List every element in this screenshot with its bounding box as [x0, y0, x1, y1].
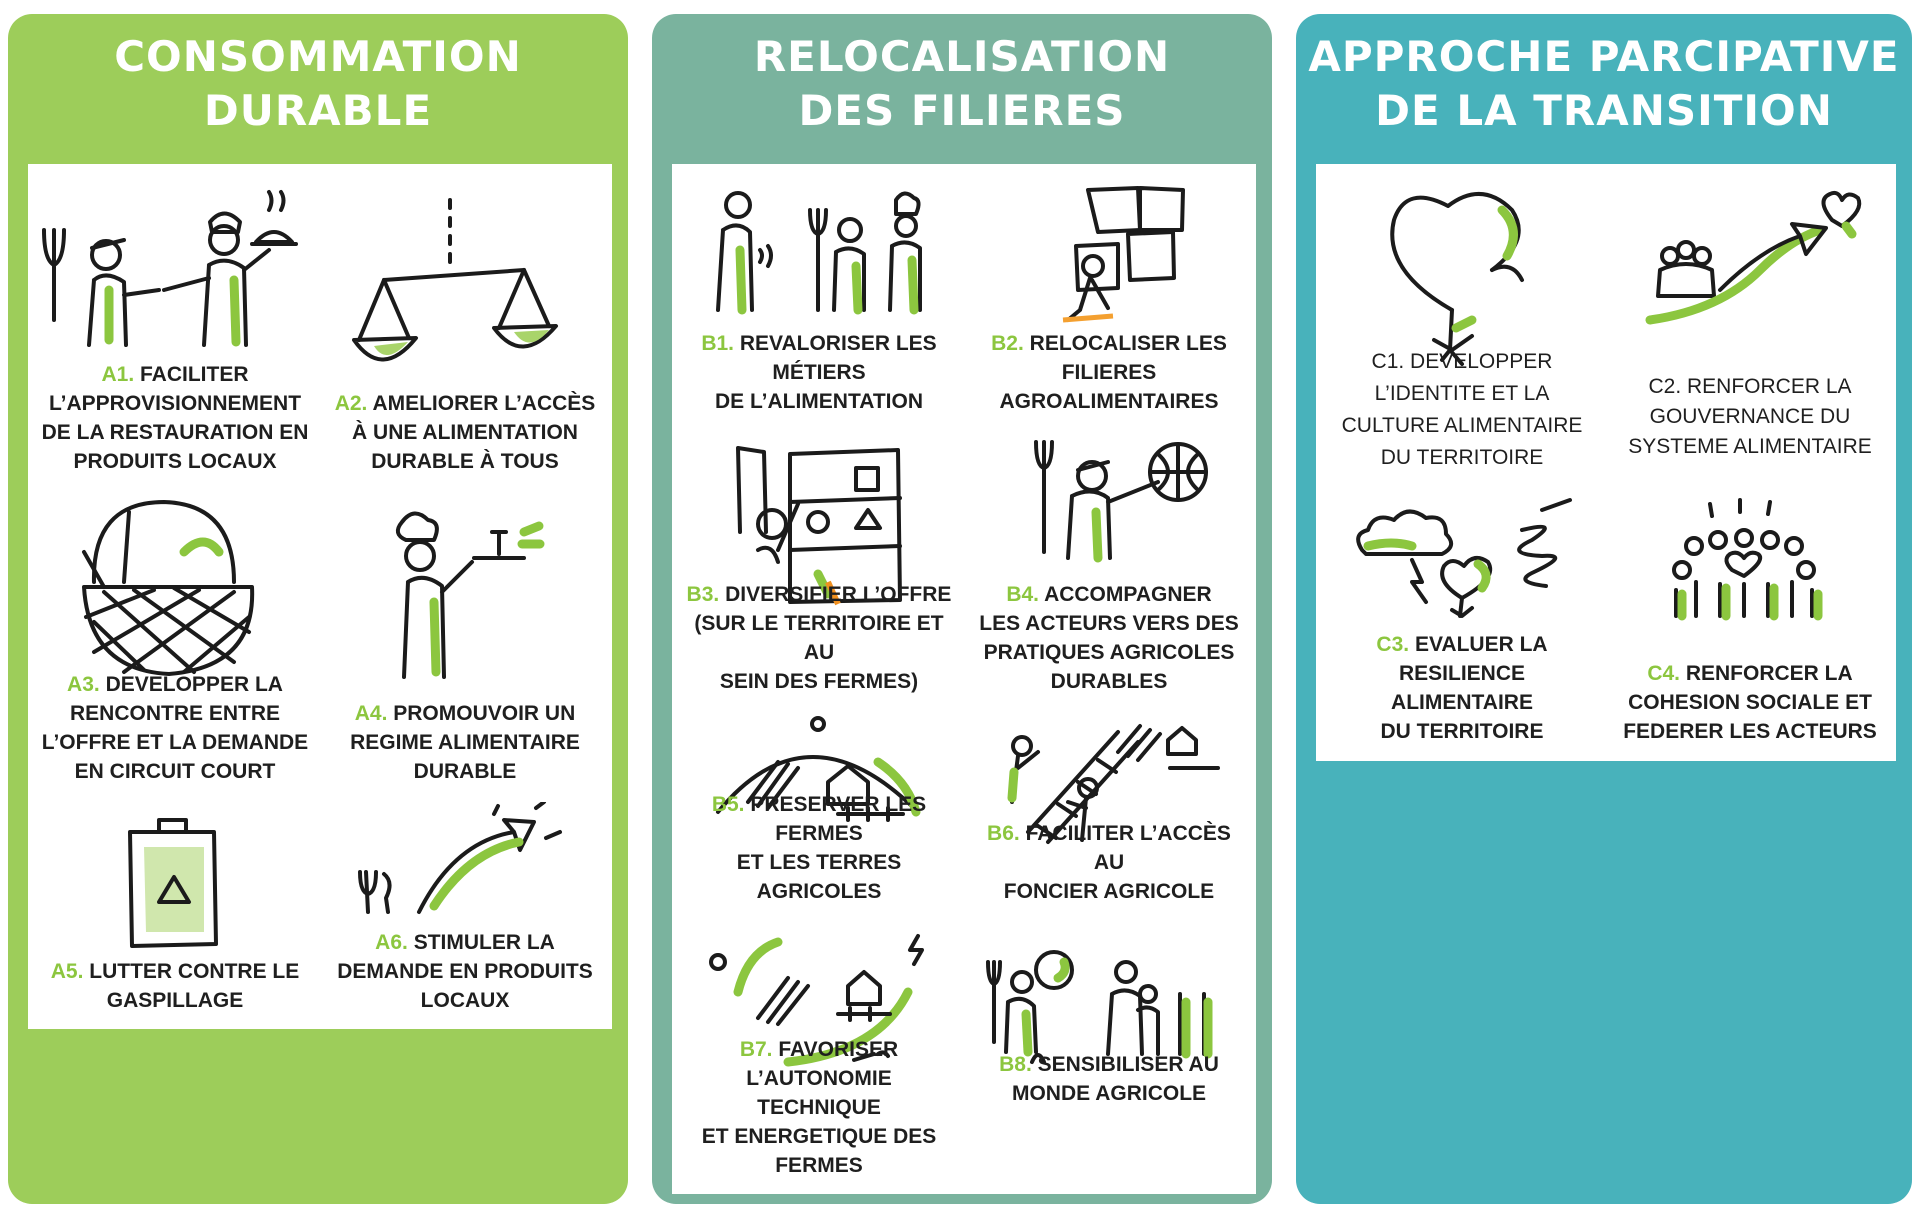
action-label: C4. RENFORCER LA COHESION SOCIALE ET FED…	[1623, 662, 1877, 743]
action-card-c1: C1. DEVELOPPER L’IDENTITE ET LA CULTURE …	[1322, 170, 1602, 482]
action-label: B4. ACCOMPAGNER LES ACTEURS VERS DES PRA…	[979, 583, 1239, 693]
action-label: A2. AMELIORER L’ACCÈS À UNE ALIMENTATION…	[334, 392, 596, 473]
farm-dome-icon	[716, 716, 921, 822]
action-grid-b: B1. REVALORISER LES MÉTIERS DE L’ALIMENT…	[672, 164, 1256, 1194]
food-workers-icon	[716, 191, 922, 315]
information-people-icon	[986, 950, 1213, 1064]
action-label: B2. RELOCALISER LES FILIERES AGROALIMENT…	[991, 332, 1227, 413]
action-label: A5. LUTTER CONTRE LE GASPILLAGE	[50, 960, 300, 1012]
action-card-b8: B8. SENSIBILISER AU MONDE AGRICOLE	[968, 922, 1250, 1188]
action-card-b1: B1. REVALORISER LES MÉTIERS DE L’ALIMENT…	[678, 170, 960, 424]
action-card-c2: C2. RENFORCER LA GOUVERNANCE DU SYSTEME …	[1610, 170, 1890, 482]
action-card-a4: A4. PROMOUVOIR UN REGIME ALIMENTAIRE DUR…	[324, 492, 606, 794]
action-card-a5: A5. LUTTER CONTRE LE GASPILLAGE	[34, 802, 316, 1023]
column-title: APPROCHE PARCIPATIVE DE LA TRANSITION	[1308, 32, 1900, 135]
farm-cycle-icon	[709, 934, 924, 1067]
balance-scale-icon	[352, 198, 558, 362]
action-card-a1: A1. FACILITER L’APPROVISIONNEMENT DE LA …	[34, 170, 316, 484]
action-card-b4: B4. ACCOMPAGNER LES ACTEURS VERS DES PRA…	[968, 432, 1250, 704]
basket-icon	[82, 500, 255, 676]
action-label: B1. REVALORISER LES MÉTIERS DE L’ALIMENT…	[701, 332, 937, 413]
column-relocalisation-filieres: RELOCALISATION DES FILIERES B1. REVALORI…	[652, 14, 1272, 1204]
action-card-a3: A3. DEVELOPPER LA RENCONTRE ENTRE L’OFFR…	[34, 492, 316, 794]
farmer-globe-icon	[1034, 440, 1208, 563]
action-card-b5: B5. PRESERVER LES FERMES ET LES TERRES A…	[678, 712, 960, 914]
chef-serving-icon	[395, 511, 545, 679]
group-arrow-heart-icon	[1645, 190, 1862, 325]
heart-gift-icon	[1390, 191, 1524, 366]
action-label: C1. DEVELOPPER L’IDENTITE ET LA CULTURE …	[1341, 350, 1583, 469]
action-label: C2. RENFORCER LA GOUVERNANCE DU SYSTEME …	[1628, 375, 1872, 458]
shelf-icon	[736, 446, 902, 606]
action-card-b7: B7. FAVORISER L’AUTONOMIE TECHNIQUE ET E…	[678, 922, 960, 1188]
action-label: B7. FAVORISER L’AUTONOMIE TECHNIQUE ET E…	[701, 1038, 937, 1177]
action-label: B5. PRESERVER LES FERMES ET LES TERRES A…	[711, 793, 927, 903]
action-label: A6. STIMULER LA DEMANDE EN PRODUITS LOCA…	[337, 931, 593, 1012]
action-label: A1. FACILITER L’APPROVISIONNEMENT DE LA …	[41, 363, 309, 473]
action-label: B8. SENSIBILISER AU MONDE AGRICOLE	[999, 1053, 1219, 1105]
column-approche-participative: APPROCHE PARCIPATIVE DE LA TRANSITION C1…	[1296, 14, 1912, 1204]
people-circle-icon	[1672, 498, 1823, 621]
action-grid-c: C1. DEVELOPPER L’IDENTITE ET LA CULTURE …	[1316, 164, 1896, 761]
recycle-bag-icon	[128, 818, 218, 948]
action-card-a6: A6. STIMULER LA DEMANDE EN PRODUITS LOCA…	[324, 802, 606, 1023]
action-label: B3. DIVERSIFIER L’OFFRE (SUR LE TERRITOI…	[686, 583, 952, 693]
action-card-a2: A2. AMELIORER L’ACCÈS À UNE ALIMENTATION…	[324, 170, 606, 484]
action-label: A4. PROMOUVOIR UN REGIME ALIMENTAIRE DUR…	[350, 702, 580, 783]
action-grid-a: A1. FACILITER L’APPROVISIONNEMENT DE LA …	[28, 164, 612, 1029]
action-card-b6: B6. FACILITER L’ACCÈS AU FONCIER AGRICOL…	[968, 712, 1250, 914]
storm-heart-icon	[1356, 498, 1572, 618]
column-consommation-durable: CONSOMMATION DURABLE A1. FACILITER L’APP…	[8, 14, 628, 1204]
puzzle-icon	[1062, 186, 1185, 323]
column-title: RELOCALISATION DES FILIERES	[753, 32, 1171, 135]
action-card-b3: B3. DIVERSIFIER L’OFFRE (SUR LE TERRITOI…	[678, 432, 960, 704]
action-label: B6. FACILITER L’ACCÈS AU FONCIER AGRICOL…	[987, 822, 1231, 903]
action-card-c3: C3. EVALUER LA RESILIENCE ALIMENTAIRE DU…	[1322, 490, 1602, 754]
action-label: C3. EVALUER LA RESILIENCE ALIMENTAIRE DU…	[1376, 633, 1548, 743]
farmer-chef-handshake-icon	[42, 190, 298, 347]
action-card-b2: B2. RELOCALISER LES FILIERES AGROALIMENT…	[968, 170, 1250, 424]
action-label: A3. DEVELOPPER LA RENCONTRE ENTRE L’OFFR…	[41, 673, 309, 783]
column-title: CONSOMMATION DURABLE	[114, 32, 522, 135]
ladder-field-icon	[1007, 724, 1220, 844]
action-card-c4: C4. RENFORCER LA COHESION SOCIALE ET FED…	[1610, 490, 1890, 754]
growth-arrow-icon	[358, 802, 562, 914]
